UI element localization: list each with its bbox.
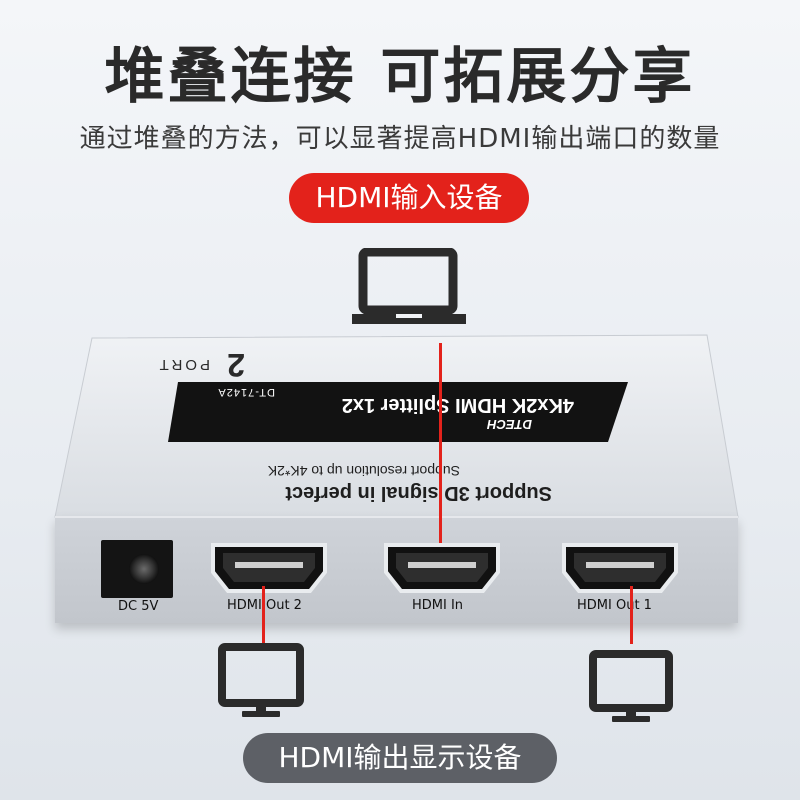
input-connection-line <box>439 343 442 543</box>
laptop-icon <box>352 248 466 324</box>
dc-power-jack[interactable] <box>101 540 173 598</box>
model-name-text: 4Kx2K HDMI Splitter 1x2 <box>342 394 574 416</box>
device-front-panel: DC 5V HDMI Out 2 HDMI In HDMI Out 1 <box>55 516 738 623</box>
hdmi-in-label: HDMI In <box>412 598 464 613</box>
port-word-text: PORT <box>157 356 210 373</box>
output-device-badge: HDMI输出显示设备 <box>243 733 557 783</box>
page-subtitle: 通过堆叠的方法，可以显著提高HDMI输出端口的数量 <box>79 124 721 154</box>
model-number-text: DT-7142A <box>217 386 275 398</box>
feature-line-1: Support 3D signal in perfect <box>285 482 552 504</box>
dc-jack-socket <box>129 554 159 584</box>
feature-line-2: Support resolution up to 4K*2K <box>267 463 460 479</box>
hdmi-out-2-port[interactable] <box>210 542 328 594</box>
brand-logo: DTECH <box>487 417 532 432</box>
hdmi-in-port[interactable] <box>383 542 501 594</box>
hdmi-out-1-port[interactable] <box>561 542 679 594</box>
input-device-badge: HDMI输入设备 <box>289 173 529 223</box>
output-1-connection-line <box>630 586 633 644</box>
dc-port-label: DC 5V <box>118 599 159 614</box>
monitor-icon <box>589 650 673 722</box>
monitor-icon <box>218 643 304 717</box>
hdmi-out-1-label: HDMI Out 1 <box>577 598 652 613</box>
model-label-plate <box>168 382 628 442</box>
page-title: 堆叠连接 可拓展分享 <box>104 42 696 112</box>
output-2-connection-line <box>262 586 265 644</box>
splitter-device: 2 PORT DTECH 4Kx2K HDMI Splitter 1x2 DT-… <box>54 334 739 522</box>
port-count-text: 2 <box>227 347 245 383</box>
